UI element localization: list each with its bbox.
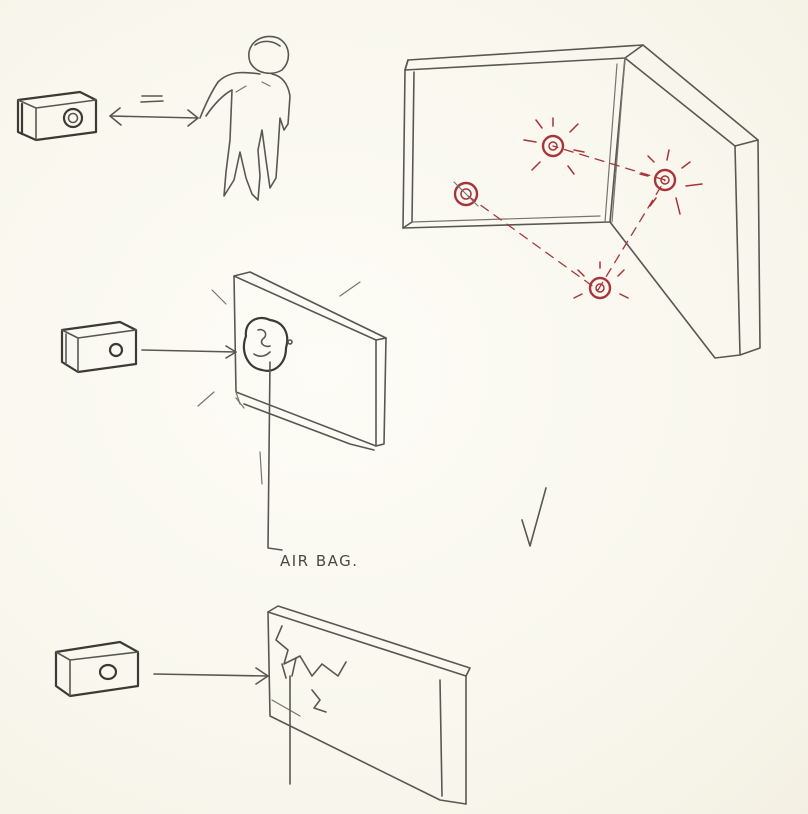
impact-lines [197,281,361,409]
equals-arrow [109,95,199,127]
spark-icon [639,149,703,215]
arrow-to-airbag-wall [141,345,237,359]
crack-lines [275,625,347,713]
airbag-label: AIR BAG. [280,552,359,570]
impact-trajectory [467,145,666,291]
cracked-wall-scene [54,605,471,805]
impact-point-bottom [573,261,629,300]
projector-scene [16,35,291,201]
cracked-wall [267,605,471,805]
projector-device-1 [16,90,98,142]
impact-point-left [453,181,479,207]
impact-point-top [523,117,585,175]
checkmark-icon [521,487,547,547]
air-bag [242,316,293,372]
projector-device-2 [60,320,138,374]
projector-device-3 [54,640,140,698]
airbag-wall [233,271,387,451]
airbag-leader-line [259,361,283,551]
arrow-to-cracked-wall [153,667,269,685]
spark-icon [573,261,629,299]
person-figure [199,35,291,201]
impact-point-right [639,149,703,215]
wall-frame [402,44,761,359]
spark-icon [523,117,585,175]
airbag-scene: AIR BAG. [60,271,387,570]
room-corner-scene [402,44,761,359]
